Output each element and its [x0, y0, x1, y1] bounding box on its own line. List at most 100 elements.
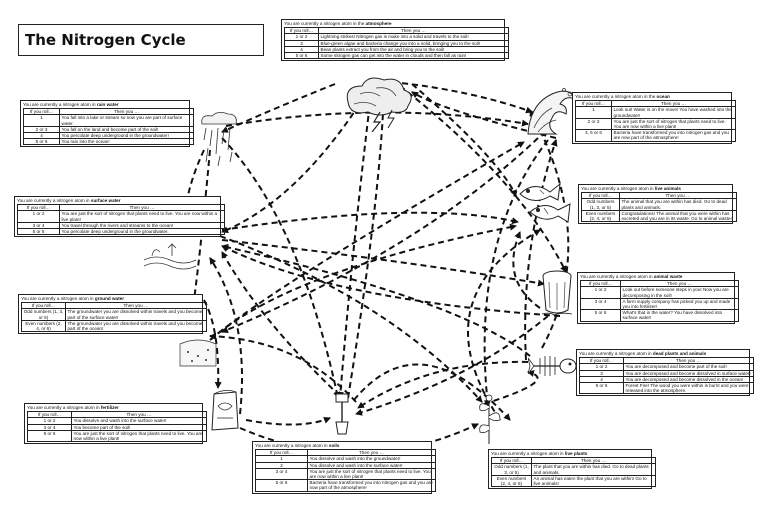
outcome-column-header: Then you …	[59, 204, 225, 212]
fertilizer-bag-illustration	[211, 390, 239, 431]
heading-prefix: You are currently a nitrogen atom in	[491, 451, 565, 456]
trash-can-illustration	[541, 270, 573, 316]
outcome-cell: What's that in the water? You have disso…	[620, 309, 739, 322]
heading-prefix: You are currently a nitrogen atom in	[21, 296, 95, 301]
roll-cell: Odd numbers (1, 3, or 5)	[21, 308, 66, 321]
ground-water-illustration	[179, 339, 217, 367]
roll-cell: 1 or 2	[580, 286, 621, 299]
flow-arrow	[221, 83, 336, 133]
animal-waste-table: You are currently a nitrogen atom in ani…	[577, 272, 739, 324]
table-header-row: If you roll…Then you …	[581, 192, 737, 200]
heading-prefix: You are currently a nitrogen atom in the	[284, 21, 366, 26]
flow-arrow	[221, 87, 371, 233]
roll-cell: 1 or 2	[17, 210, 60, 223]
heading-prefix: You are currently a nitrogen atom in	[27, 405, 101, 410]
outcome-cell: You travel through the rivers and stream…	[59, 221, 225, 230]
table-header-row: If you roll…Then you …	[21, 302, 207, 310]
outcome-column-header: Then you …	[307, 449, 436, 457]
reservoir-name: ground water	[94, 296, 124, 301]
roll-cell: 1	[23, 114, 60, 127]
table-heading: You are currently a nitrogen atom in rai…	[23, 102, 187, 107]
outcome-cell: Bacteria have transformed you into nitro…	[307, 479, 436, 492]
reservoir-name: atmosphere	[365, 21, 392, 26]
table-heading: You are currently a nitrogen atom in ani…	[580, 274, 732, 279]
heading-prefix: You are currently a nitrogen atom in	[579, 351, 653, 356]
flow-arrow	[221, 243, 531, 357]
storm-cloud-illustration	[346, 77, 412, 132]
table-row: Even numbers (2, 4, or 6)Congratulations…	[581, 209, 737, 223]
roll-cell: Even numbers (2, 4, or 6)	[21, 319, 66, 333]
heading-prefix: You are currently a nitrogen atom in	[581, 186, 655, 191]
flow-arrow	[221, 239, 545, 287]
surface-water-illustration	[143, 243, 197, 270]
roll-table: If you roll…Then you …Odd numbers (1, 3,…	[21, 302, 207, 333]
heading-prefix: You are currently a nitrogen atom in	[255, 443, 329, 448]
flow-arrow	[524, 139, 558, 361]
outcome-cell: You rain into the ocean!	[59, 138, 194, 146]
table-row: Odd numbers (1, 3, or 5)The animal that …	[581, 198, 737, 211]
table-row: Even numbers (2, 4, or 6)An animal has e…	[491, 474, 656, 488]
roll-cell: Even numbers (2, 4, or 6)	[491, 474, 532, 488]
outcome-cell: Look out! Water is on the move! You have…	[611, 106, 736, 119]
outcome-cell: Lightning strikes! Nitrogen gas is make …	[318, 33, 509, 41]
outcome-cell: You are decomposed and become part of th…	[623, 363, 754, 371]
outcome-cell: You are just the sort of nitrogen that p…	[71, 429, 207, 443]
roll-table: If you roll…Then you …Odd numbers (1, 3,…	[581, 192, 737, 223]
outcome-cell: Bean plants extract you from the air and…	[318, 45, 509, 54]
outcome-cell: You dissolve and wash into the surface w…	[71, 417, 207, 425]
roll-cell: 1	[575, 106, 612, 119]
outcome-column-header: Then you …	[619, 192, 737, 200]
flow-arrow	[399, 85, 567, 273]
roll-cell: Even numbers (2, 4, or 6)	[581, 209, 620, 223]
flow-arrow	[221, 211, 519, 231]
flow-arrow	[221, 137, 539, 333]
outcome-cell: The groundwater you are dissolved within…	[65, 319, 207, 333]
flow-arrow	[391, 81, 533, 114]
table-heading: You are currently a nitrogen atom in sur…	[17, 198, 218, 203]
roll-cell: 5 or 6	[17, 227, 60, 236]
outcome-cell: You fall into a lake or stream so now yo…	[59, 114, 194, 127]
flow-arrow	[203, 141, 525, 347]
table-heading: You are currently a nitrogen atom in fer…	[27, 405, 200, 410]
outcome-column-header: Then you …	[65, 302, 207, 310]
outcome-cell: The groundwater you are dissolved within…	[65, 308, 207, 321]
outcome-cell: Some nitrogen gas can get into the water…	[318, 51, 509, 60]
flow-arrow	[209, 332, 357, 403]
flow-arrow	[221, 251, 341, 397]
outcome-cell: The animal that you are within has died.…	[619, 198, 737, 211]
fertilizer-table: You are currently a nitrogen atom in fer…	[24, 403, 207, 445]
outcome-column-header: Then you …	[611, 100, 736, 108]
flow-arrow	[512, 231, 541, 309]
ocean-table: You are currently a nitrogen atom in the…	[572, 92, 736, 144]
table-header-row: If you roll…Then you …	[575, 100, 736, 108]
reservoir-name: ocean	[656, 94, 670, 99]
reservoir-name: live animals	[654, 186, 681, 191]
table-header-row: If you roll…Then you …	[27, 411, 207, 419]
roll-cell: 5 or 6	[284, 51, 319, 60]
roll-cell: 5 or 6	[580, 309, 621, 322]
ground-water-table: You are currently a nitrogen atom in gro…	[18, 294, 207, 335]
table-row: Odd numbers (1, 3, or 5)The plant that y…	[491, 463, 656, 476]
